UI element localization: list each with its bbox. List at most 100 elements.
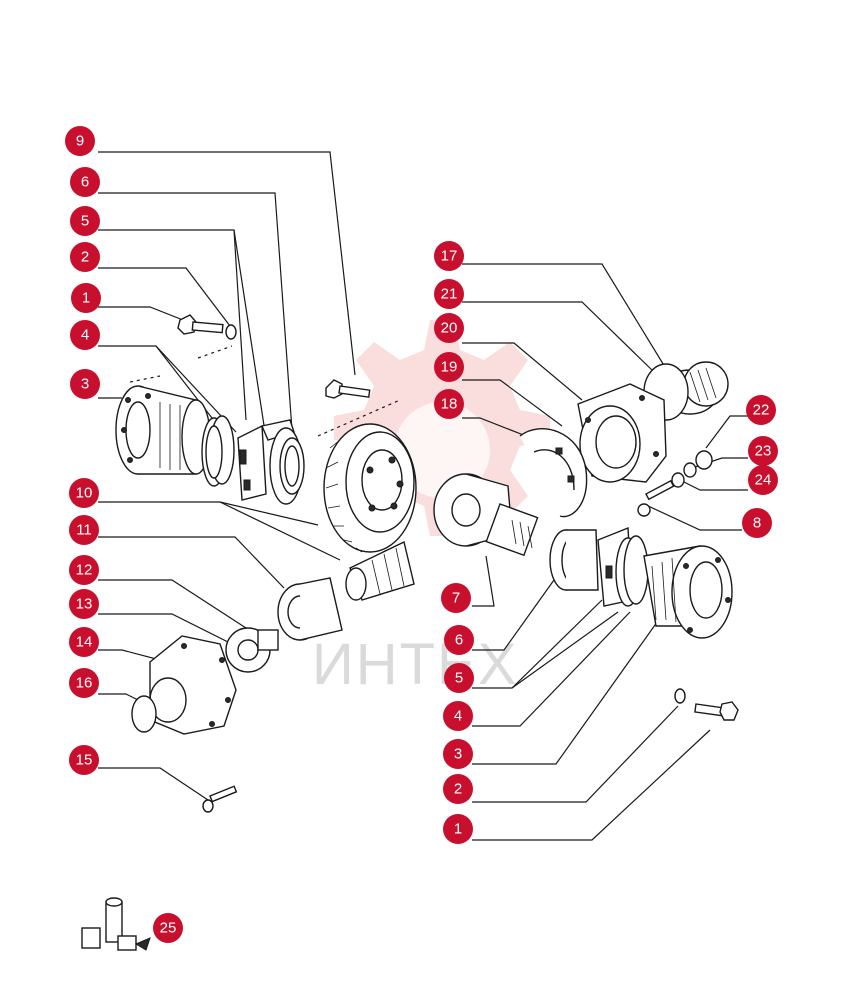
callout-25: 25	[153, 913, 183, 943]
leader-13	[98, 613, 233, 645]
callout-7: 7	[441, 583, 471, 613]
leader-12	[98, 579, 247, 629]
svg-text:7: 7	[452, 590, 460, 607]
bearing-left	[269, 427, 305, 505]
svg-text:2: 2	[81, 249, 89, 266]
callout-2: 2	[70, 242, 100, 272]
screw-15	[202, 785, 238, 813]
callout-16: 16	[69, 668, 99, 698]
leader-4b	[472, 611, 631, 727]
leader-19	[462, 379, 563, 427]
svg-text:23: 23	[755, 443, 772, 460]
callout-3: 3	[70, 369, 100, 399]
svg-text:12: 12	[76, 562, 93, 579]
callout-14: 14	[69, 627, 99, 657]
leader-18	[462, 417, 527, 437]
leader-3b	[472, 617, 661, 765]
oring-16	[131, 695, 157, 733]
svg-text:9: 9	[76, 133, 84, 150]
sealant-tools-icon	[81, 897, 151, 951]
svg-text:10: 10	[76, 485, 93, 502]
alignment-dash-2	[317, 399, 401, 437]
cover-14	[149, 635, 237, 735]
leader-22	[705, 415, 748, 449]
bearing-right	[549, 529, 599, 591]
callout-2-right: 2	[443, 774, 473, 804]
housing-left	[115, 385, 211, 475]
bolt-right	[694, 701, 739, 721]
leader-5b2	[511, 611, 619, 689]
svg-text:18: 18	[441, 396, 458, 413]
svg-text:11: 11	[76, 522, 92, 539]
leader-5a2	[233, 229, 247, 421]
callouts: 9 6 5 2 1 4 3 10 11 12 13 14 16 15 17 21…	[65, 126, 778, 943]
pinion-gear	[345, 540, 415, 601]
alignment-dash-3	[129, 375, 161, 383]
washer-left	[225, 324, 237, 340]
leader-6b	[472, 551, 575, 651]
callout-12: 12	[69, 555, 99, 585]
small-parts-22-24	[671, 450, 713, 488]
svg-text:4: 4	[454, 708, 462, 725]
leader-2b	[472, 705, 679, 803]
callout-3-right: 3	[443, 739, 473, 769]
callout-21: 21	[434, 279, 464, 309]
washer-right	[674, 688, 686, 704]
leader-10b	[219, 501, 319, 526]
leader-20	[462, 342, 583, 401]
callout-23: 23	[748, 436, 778, 466]
svg-text:17: 17	[441, 248, 458, 265]
svg-text:3: 3	[81, 376, 89, 393]
svg-text:15: 15	[76, 752, 93, 769]
leader-8	[645, 504, 742, 531]
leader-21	[462, 301, 655, 373]
bolt-left	[177, 314, 224, 335]
leader-10	[98, 501, 341, 561]
callout-4: 4	[70, 320, 100, 350]
leader-2a	[98, 267, 231, 327]
leader-16	[98, 693, 139, 701]
callout-19: 19	[434, 352, 464, 382]
leader-24	[679, 479, 748, 491]
collar-12-13	[225, 627, 279, 673]
svg-text:13: 13	[76, 596, 93, 613]
watermark-text: ИНТЕХ	[312, 632, 518, 697]
svg-text:5: 5	[81, 213, 89, 230]
callout-6: 6	[70, 167, 100, 197]
svg-text:1: 1	[82, 290, 90, 307]
callout-10: 10	[69, 478, 99, 508]
svg-text:21: 21	[441, 286, 458, 303]
shim-19-18	[519, 428, 588, 518]
shim-plate-left	[237, 419, 295, 501]
shim-rings-left	[201, 415, 235, 487]
bolt-8	[637, 479, 675, 517]
callout-20: 20	[434, 313, 464, 343]
callout-4-right: 4	[443, 701, 473, 731]
svg-text:5: 5	[455, 670, 463, 687]
svg-text:1: 1	[454, 821, 462, 838]
svg-text:2: 2	[454, 781, 462, 798]
svg-text:8: 8	[753, 515, 761, 532]
callout-1: 1	[71, 283, 101, 313]
svg-text:25: 25	[160, 920, 177, 937]
svg-text:24: 24	[755, 472, 772, 489]
leader-7	[472, 555, 495, 607]
callout-5: 5	[70, 206, 100, 236]
leader-17	[462, 263, 669, 373]
callout-17: 17	[434, 241, 464, 271]
callout-6-right: 6	[444, 625, 474, 655]
callout-9: 9	[65, 126, 95, 156]
leader-lines	[98, 151, 748, 841]
leader-1b	[472, 729, 711, 841]
callout-18: 18	[434, 389, 464, 419]
svg-text:4: 4	[81, 327, 89, 344]
callout-8: 8	[742, 508, 772, 538]
svg-text:20: 20	[441, 320, 458, 337]
callout-13: 13	[69, 589, 99, 619]
svg-text:6: 6	[81, 174, 89, 191]
bearing-17-21	[643, 361, 729, 421]
parts	[81, 314, 739, 951]
callout-24: 24	[748, 465, 778, 495]
svg-text:16: 16	[76, 675, 93, 692]
